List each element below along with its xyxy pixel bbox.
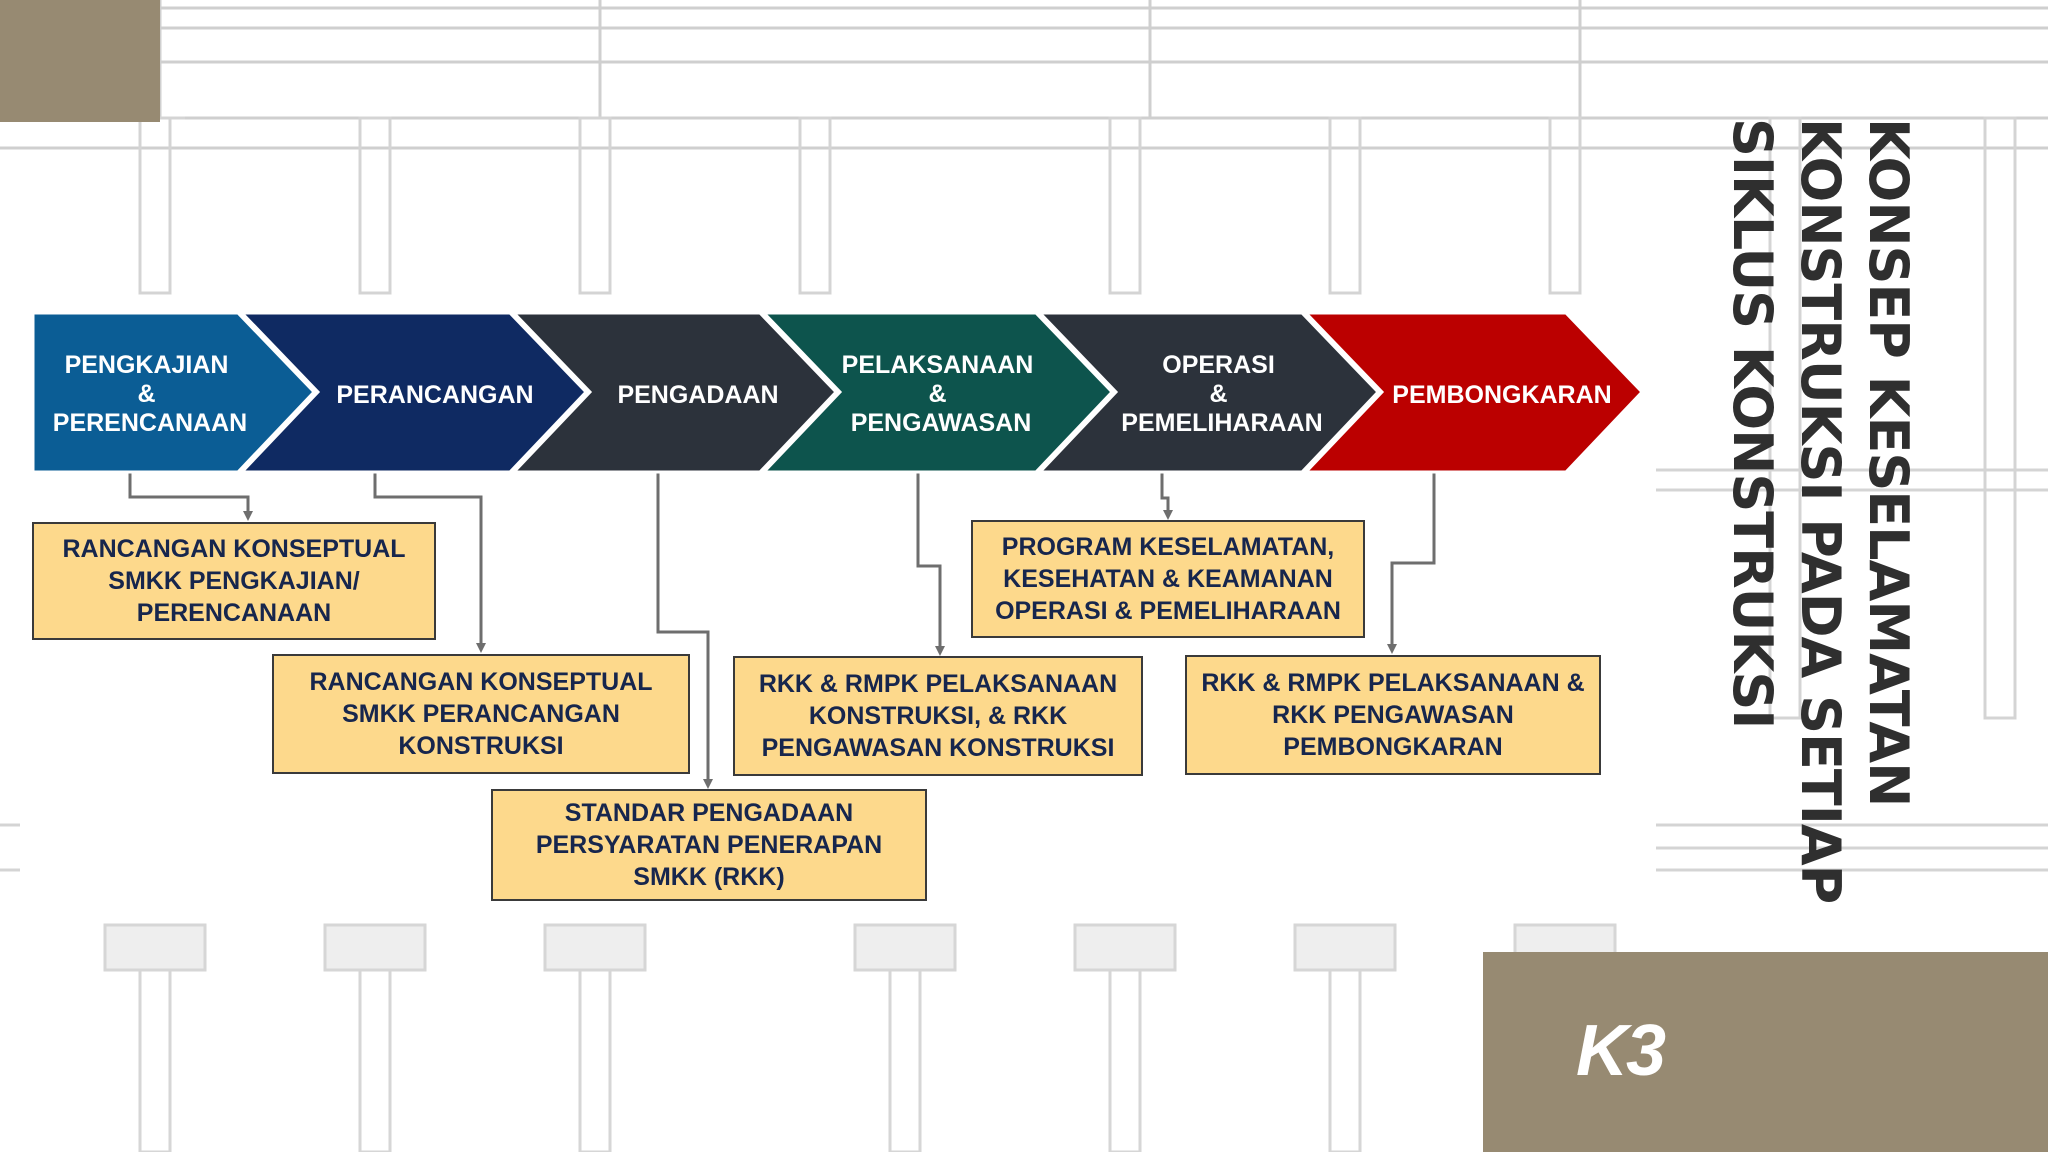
stage-pelaksanaan-line-2: &: [928, 380, 946, 408]
connector-pelaksanaan: [916, 472, 945, 656]
output-box-pengkajian: RANCANGAN KONSEPTUAL SMKK PENGKAJIAN/ PE…: [32, 522, 436, 640]
stage-pelaksanaan: PELAKSANAAN & PENGAWASAN: [760, 311, 1115, 474]
stage-pengkajian-arrow: [31, 311, 317, 474]
stage-pembongkaran-line-1: PEMBONGKARAN: [1392, 381, 1611, 409]
output-box-pembongkaran: RKK & RMPK PELAKSANAAN & RKK PENGAWASAN …: [1185, 655, 1601, 775]
stage-pengkajian-line-1: PENGKAJIAN: [65, 351, 229, 379]
stage-perancangan-line-1: PERANCANGAN: [336, 381, 533, 409]
svg-text:PERANCANGAN: PERANCANGAN: [336, 381, 533, 409]
slide-title: KONSEP KESELAMATAN KONSTRUKSI PADA SETIA…: [1718, 118, 1922, 903]
stage-pelaksanaan-line-3: PENGAWASAN: [851, 409, 1032, 437]
svg-text:PEMBONGKARAN: PEMBONGKARAN: [1392, 381, 1611, 409]
stage-operasi: OPERASI & PEMELIHARAAN: [1036, 311, 1381, 474]
output-box-pelaksanaan: RKK & RMPK PELAKSANAAN KONSTRUKSI, & RKK…: [733, 656, 1143, 776]
stage-pengadaan-arrow: [510, 311, 839, 474]
stage-pembongkaran-arrow: [1302, 311, 1645, 474]
connector-operasi: [1160, 472, 1173, 520]
svg-text:PENGKAJIAN &: PENGKAJIAN & PERENCANAAN: [53, 351, 247, 437]
stage-operasi-line-1: OPERASI: [1162, 351, 1275, 379]
stage-pengkajian-line-2: &: [137, 380, 155, 408]
connector-perancangan: [373, 472, 486, 653]
stage-operasi-line-2: &: [1209, 380, 1227, 408]
k3-badge: K3: [1575, 1011, 1666, 1091]
title-line-1: KONSEP KESELAMATAN: [1857, 118, 1920, 807]
svg-text:OPERASI &: OPERASI & PEMELIHARAAN: [1121, 351, 1322, 437]
stage-operasi-arrow: [1036, 311, 1381, 474]
connector-pembongkaran: [1387, 472, 1436, 654]
svg-text:PELAKSANAAN &: PELAKSANAAN & PENGAWASAN: [842, 351, 1041, 437]
stage-pengadaan-line-1: PENGADAAN: [617, 381, 778, 409]
stage-pengkajian-line-3: PERENCANAAN: [53, 409, 247, 437]
title-line-2: KONSTRUKSI PADA SETIAP: [1789, 118, 1852, 904]
stage-pembongkaran: PEMBONGKARAN: [1302, 311, 1645, 474]
output-box-operasi: PROGRAM KESELAMATAN, KESEHATAN & KEAMANA…: [971, 520, 1365, 638]
title-line-3: SIKLUS KONSTRUKSI: [1721, 118, 1784, 729]
stage-perancangan-arrow: [238, 311, 589, 474]
stage-operasi-line-3: PEMELIHARAAN: [1121, 409, 1322, 437]
svg-text:PENGADAAN: PENGADAAN: [617, 381, 778, 409]
stage-perancangan: PERANCANGAN: [238, 311, 589, 474]
connector-pengkajian: [128, 472, 253, 521]
output-box-perancangan: RANCANGAN KONSEPTUAL SMKK PERANCANGAN KO…: [272, 654, 690, 774]
stage-pelaksanaan-line-1: PELAKSANAAN: [842, 351, 1034, 379]
stage-pengadaan: PENGADAAN: [510, 311, 839, 474]
connector-pengadaan: [656, 472, 713, 789]
corner-accent-top-left: [0, 0, 160, 122]
stage-pengkajian: PENGKAJIAN & PERENCANAAN: [31, 311, 317, 474]
stage-pelaksanaan-arrow: [760, 311, 1115, 474]
corner-accent-bottom-right: [1483, 952, 2048, 1152]
output-box-pengadaan: STANDAR PENGADAAN PERSYARATAN PENERAPAN …: [491, 789, 927, 901]
